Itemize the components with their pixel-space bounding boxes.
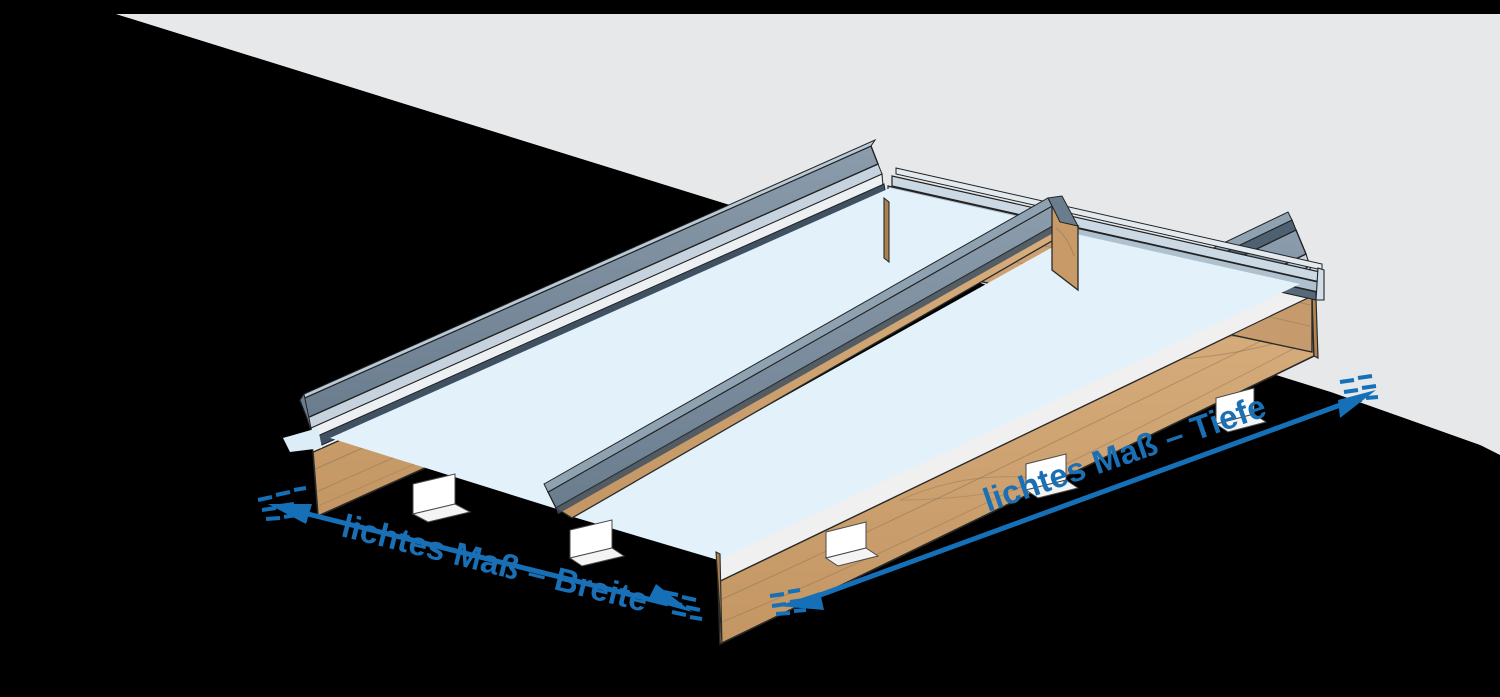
dimension-width-ticks-right — [663, 590, 703, 621]
dimension-depth-line — [811, 397, 1355, 601]
frame-wood-left-inner — [883, 196, 890, 264]
frame-divider — [543, 197, 1080, 519]
bracket-right-rear — [1214, 387, 1268, 433]
dimension-depth-ticks-left — [769, 588, 807, 616]
wall-floor-wedge — [1316, 358, 1500, 455]
bracket-front-left-1 — [411, 473, 472, 523]
wall-surface-lower — [116, 14, 1500, 452]
glass-panel-right — [570, 234, 1300, 560]
mounting-brackets — [411, 387, 1268, 567]
front-corner-vertical — [715, 551, 723, 645]
front-corner-join — [715, 551, 723, 645]
glass-panel-left — [330, 188, 1068, 510]
wall-background — [116, 14, 1500, 452]
divider-join — [1047, 195, 1079, 227]
glass-left-surface — [330, 188, 1068, 510]
dimension-width-ticks-left — [257, 486, 307, 521]
bracket-front-right-2 — [1024, 453, 1080, 499]
dimension-depth-ticks-right — [1339, 374, 1379, 403]
glass-apex-left — [283, 428, 322, 452]
dimension-width-line — [299, 509, 669, 607]
bracket-front-right-1 — [824, 521, 880, 567]
bracket-front-left-2 — [568, 519, 626, 567]
glass-right-surface — [570, 234, 1300, 560]
rail-right-endcap — [1315, 267, 1325, 301]
divider-rail-shadow — [556, 222, 1062, 514]
